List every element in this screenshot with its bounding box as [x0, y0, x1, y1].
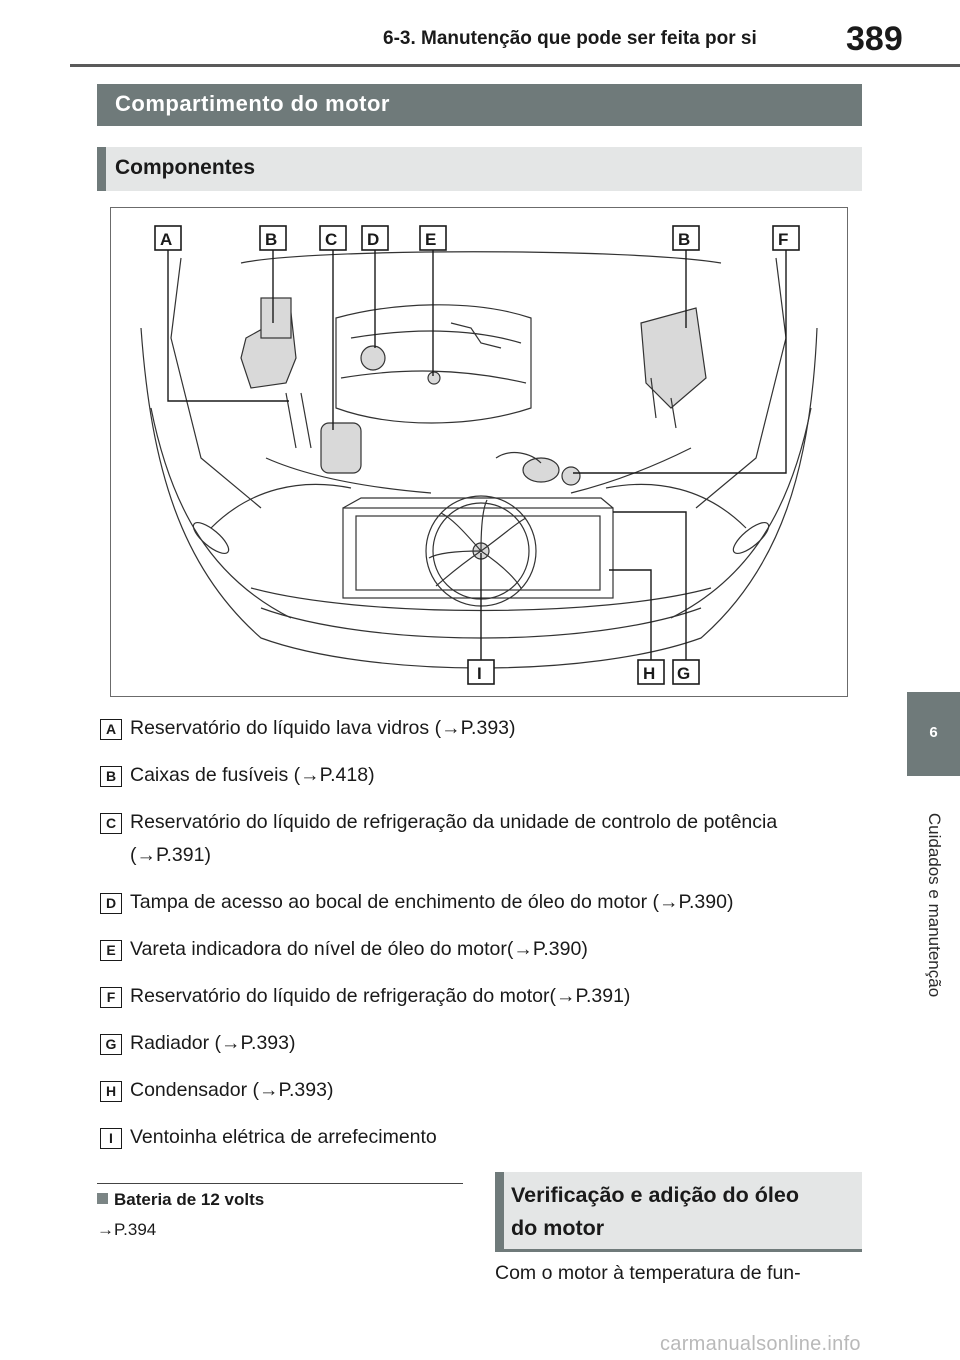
svg-text:B: B	[678, 230, 690, 249]
legend-key: B	[100, 766, 122, 787]
oil-section-heading: Verificação e adição do óleo do motor	[495, 1172, 862, 1252]
legend-key: I	[100, 1128, 122, 1149]
oil-heading-line-1: Verificação e adição do óleo	[511, 1183, 799, 1207]
figure-label-top-e: E	[419, 225, 447, 251]
legend-key: F	[100, 987, 122, 1008]
watermark: carmanualsonline.info	[660, 1333, 861, 1355]
svg-text:F: F	[778, 230, 788, 249]
legend-text: Condensador (→P.393)	[130, 1079, 334, 1101]
figure-label-top-f: F	[772, 225, 800, 251]
legend-key: H	[100, 1081, 122, 1102]
subsection-title: Componentes	[97, 147, 862, 191]
engine-diagram: A B C D E B F I H G	[140, 225, 818, 685]
legend-item-b: B Caixas de fusíveis (→P.418)	[100, 759, 860, 792]
legend-key: G	[100, 1034, 122, 1055]
svg-text:A: A	[160, 230, 172, 249]
chapter-tab-number: 6	[929, 724, 938, 741]
figure-label-top-b1: B	[259, 225, 287, 251]
figure-label-top-b2: B	[672, 225, 700, 251]
page-number: 389	[846, 20, 903, 58]
legend-text: Reservatório do líquido de refrigeração …	[130, 985, 631, 1007]
oil-section-text: Com o motor à temperatura de fun-	[495, 1262, 801, 1284]
chapter-title: 6-3. Manutenção que pode ser feita por s…	[383, 28, 757, 49]
figure-label-bottom-h: H	[637, 659, 665, 685]
legend-text: Ventoinha elétrica de arrefecimento	[130, 1126, 437, 1148]
battery-heading-text: Bateria de 12 volts	[114, 1190, 265, 1209]
engine-compartment-figure: A B C D E B F I H G	[110, 207, 848, 697]
svg-text:G: G	[677, 664, 690, 683]
legend-key: A	[100, 719, 122, 740]
section-divider	[97, 1183, 463, 1184]
legend-item-h: H Condensador (→P.393)	[100, 1074, 860, 1107]
svg-text:D: D	[367, 230, 379, 249]
figure-label-bottom-g: G	[672, 659, 700, 685]
svg-text:C: C	[325, 230, 337, 249]
component-legend: A Reservatório do líquido lava vidros (→…	[100, 712, 860, 1154]
legend-text: Reservatório do líquido de refrigeração …	[130, 811, 778, 866]
figure-label-top-c: C	[319, 225, 347, 251]
legend-text: Reservatório do líquido lava vidros (→P.…	[130, 717, 516, 739]
legend-item-d: D Tampa de acesso ao bocal de enchimento…	[100, 886, 860, 919]
legend-item-c: C Reservatório do líquido de refrigeraçã…	[100, 806, 860, 872]
svg-text:E: E	[425, 230, 436, 249]
legend-item-e: E Vareta indicadora do nível de óleo do …	[100, 933, 860, 966]
legend-text: Radiador (→P.393)	[130, 1032, 296, 1054]
section-title: Compartimento do motor	[97, 84, 862, 126]
svg-text:B: B	[265, 230, 277, 249]
bullet-square-icon	[97, 1193, 108, 1204]
header-rule	[70, 64, 960, 67]
figure-label-top-d: D	[361, 225, 389, 251]
legend-key: D	[100, 893, 122, 914]
legend-text: Tampa de acesso ao bocal de enchimento d…	[130, 891, 734, 913]
legend-item-g: G Radiador (→P.393)	[100, 1027, 860, 1060]
legend-text: Caixas de fusíveis (→P.418)	[130, 764, 375, 786]
legend-item-a: A Reservatório do líquido lava vidros (→…	[100, 712, 860, 745]
chapter-tab[interactable]: 6	[907, 692, 960, 776]
svg-text:I: I	[477, 664, 482, 683]
figure-label-top-a: A	[154, 225, 182, 251]
battery-heading: Bateria de 12 volts	[97, 1190, 264, 1210]
figure-label-bottom-i: I	[467, 659, 495, 685]
legend-key: C	[100, 813, 122, 834]
battery-page-reference[interactable]: →P.394	[97, 1220, 157, 1239]
legend-item-i: I Ventoinha elétrica de arrefecimento	[100, 1121, 860, 1154]
oil-heading-line-2: do motor	[511, 1216, 605, 1240]
legend-item-f: F Reservatório do líquido de refrigeraçã…	[100, 980, 860, 1013]
svg-text:H: H	[643, 664, 655, 683]
chapter-tab-label: Cuidados e manutenção	[925, 812, 944, 998]
legend-key: E	[100, 940, 122, 961]
legend-text: Vareta indicadora do nível de óleo do mo…	[130, 938, 588, 960]
